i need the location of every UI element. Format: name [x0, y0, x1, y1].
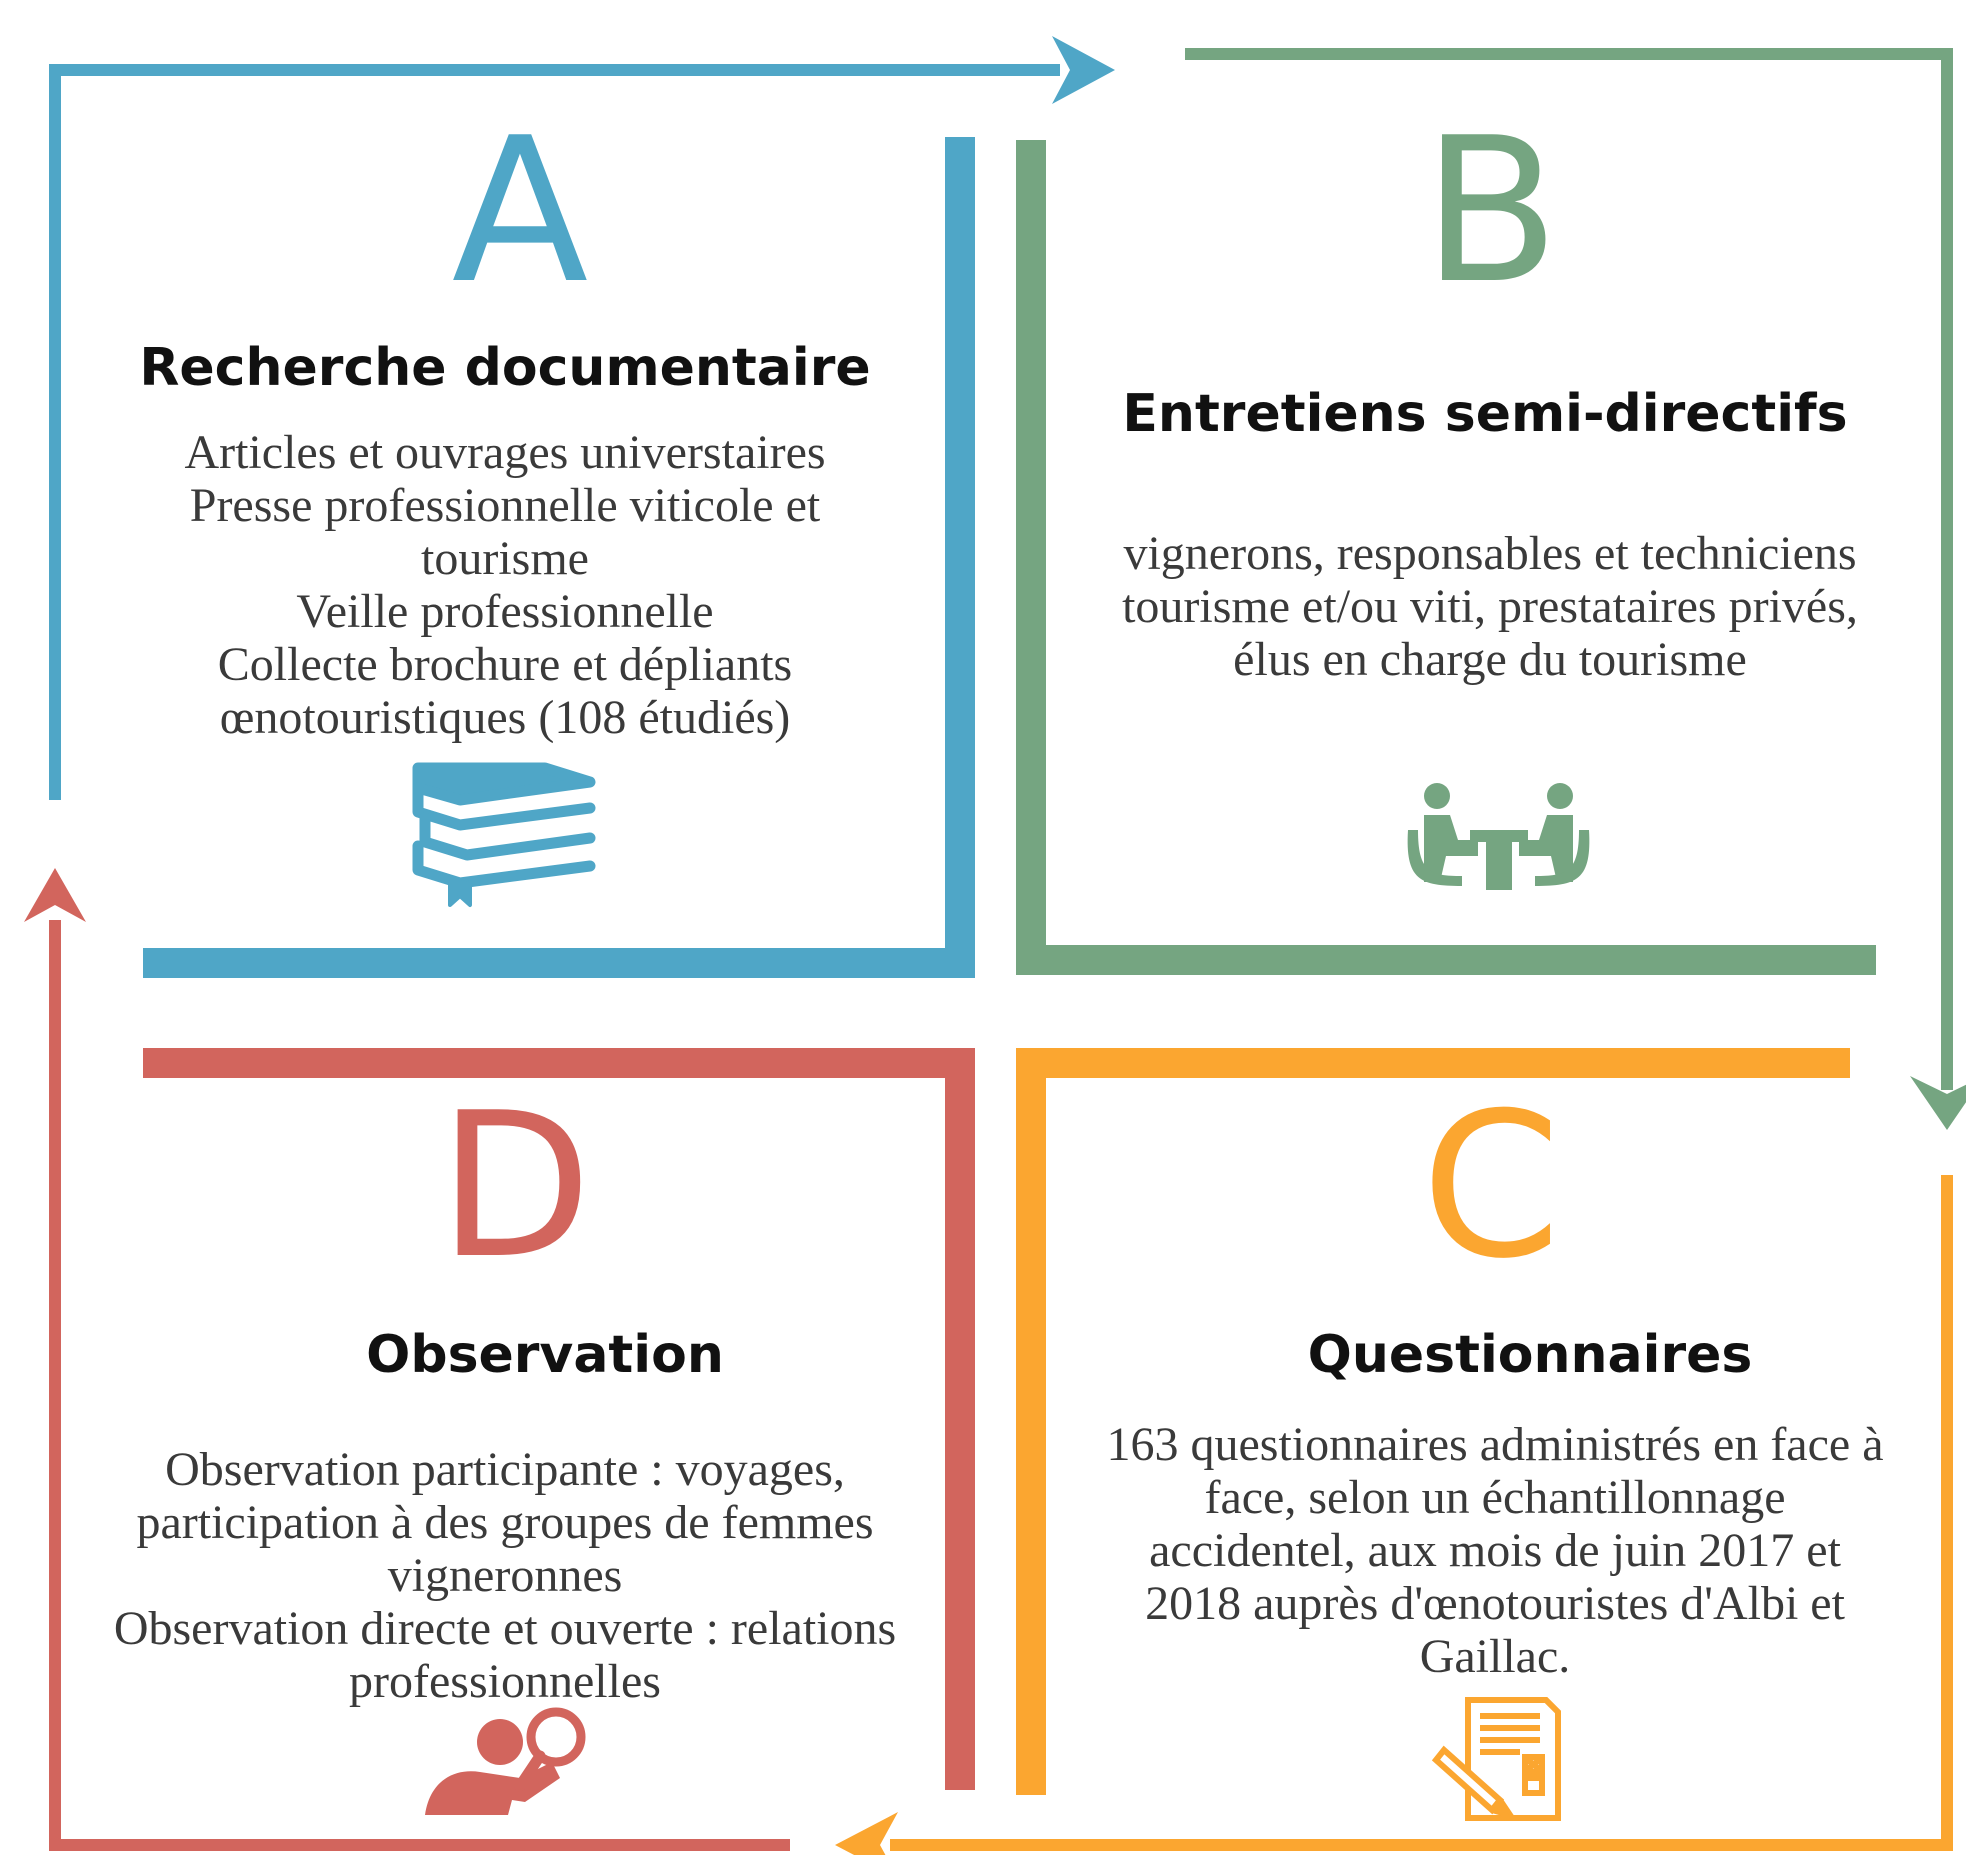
frame-a: [143, 137, 975, 978]
frame-b: [1016, 140, 1876, 975]
quadrant-d-line: professionnelles: [349, 1655, 661, 1708]
quadrant-d-letter: D: [437, 1070, 592, 1303]
quadrant-c-line: accidentel, aux mois de juin 2017 et: [1149, 1524, 1841, 1577]
quadrant-a-line: Articles et ouvrages universtaires: [184, 426, 826, 479]
quadrant-a-letter: A: [451, 95, 589, 328]
quadrant-c-line: Gaillac.: [1419, 1630, 1571, 1683]
quadrant-b-line: vignerons, responsables et techniciens: [1123, 527, 1857, 580]
quadrant-c-description: 163 questionnaires administrés en face à…: [1050, 1418, 1940, 1683]
quadrant-a-line: tourisme: [421, 532, 589, 585]
quadrant-d-line: Observation participante : voyages,: [165, 1443, 845, 1496]
quadrant-d-description: Observation participante : voyages, part…: [60, 1443, 950, 1708]
quadrant-b-description: vignerons, responsables et techniciens t…: [1040, 527, 1940, 686]
arrow-d-to-a: [24, 868, 790, 1851]
quadrant-d-line: participation à des groupes de femmes: [136, 1496, 874, 1549]
arrow-b-to-c: [1185, 48, 1966, 1130]
quadrant-a-line: Collecte brochure et dépliants: [217, 638, 793, 691]
quadrant-c-letter: C: [1421, 1070, 1561, 1303]
interview-icon: [1407, 783, 1590, 890]
quadrant-d-line: Observation directe et ouverte : relatio…: [113, 1602, 897, 1655]
arrow-a-to-b: [49, 36, 1115, 800]
frame-c: [1016, 1048, 1850, 1795]
quadrant-d-line: vigneronnes: [387, 1549, 623, 1602]
arrow-c-to-d: [835, 1175, 1953, 1855]
quadrant-c-line: 2018 auprès d'œnotouristes d'Albi et: [1145, 1577, 1845, 1630]
books-icon: [412, 762, 596, 907]
quadrant-a-line: Veille professionnelle: [296, 585, 714, 638]
quadrant-d-title: Observation: [366, 1325, 724, 1385]
quadrant-a-line: Presse professionnelle viticole et: [189, 479, 821, 532]
quadrant-b-line: tourisme et/ou viti, prestataires privés…: [1122, 580, 1858, 633]
quadrant-a-title: Recherche documentaire: [139, 338, 871, 398]
questionnaire-icon: [1431, 1697, 1561, 1821]
quadrant-c-line: face, selon un échantillonnage: [1204, 1471, 1786, 1524]
quadrant-b-letter: B: [1422, 95, 1560, 328]
quadrant-a-description: Articles et ouvrages universtaires Press…: [60, 426, 950, 744]
quadrant-b-title: Entretiens semi-directifs: [1122, 384, 1848, 444]
observer-magnifier-icon: [425, 1707, 586, 1815]
quadrant-c-line: 163 questionnaires administrés en face à: [1106, 1418, 1884, 1471]
quadrant-b-line: élus en charge du tourisme: [1233, 633, 1747, 686]
quadrant-a-line: œnotouristiques (108 étudiés): [219, 691, 791, 744]
frame-d: [143, 1048, 975, 1790]
quadrant-c-title: Questionnaires: [1307, 1325, 1753, 1385]
